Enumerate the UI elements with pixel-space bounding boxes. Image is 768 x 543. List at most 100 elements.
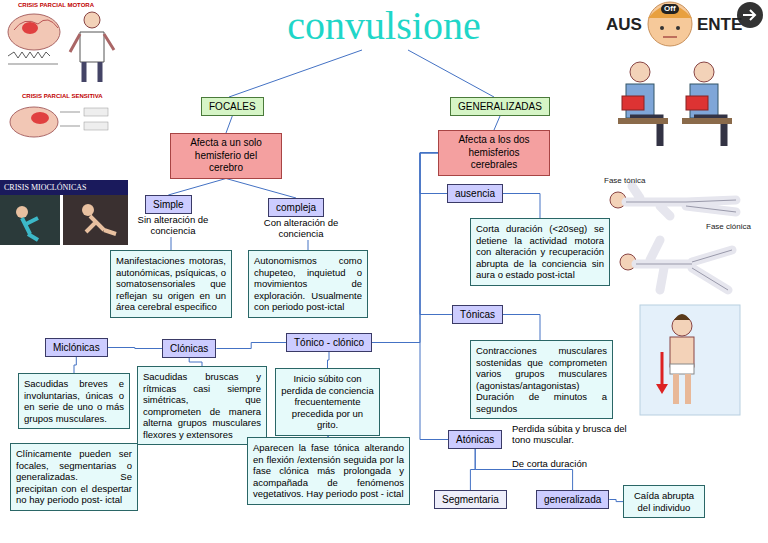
description-box: Caída abrupta del individuo bbox=[623, 485, 705, 518]
partial-seizure-picture bbox=[2, 10, 128, 160]
connector bbox=[226, 116, 232, 133]
connector-line bbox=[503, 194, 540, 219]
node-text: Simple bbox=[153, 198, 184, 211]
connector bbox=[328, 352, 330, 368]
type-box: generalizada bbox=[536, 490, 609, 509]
node-text: Sacudidas breves e involuntarias, únicas… bbox=[24, 378, 124, 424]
node-text: generalizada bbox=[544, 493, 601, 506]
description-box: Sacudidas breves e involuntarias, únicas… bbox=[18, 373, 130, 429]
picture-word: ENTE bbox=[697, 15, 742, 35]
node-text: FOCALES bbox=[209, 100, 256, 113]
node-text: Segmentaria bbox=[442, 493, 499, 506]
type-box: Clónicas bbox=[162, 339, 216, 358]
node-text: Aparecen la fase tónica alterando en fle… bbox=[253, 442, 404, 500]
connector bbox=[503, 194, 540, 219]
type-box: compleja bbox=[268, 198, 324, 217]
description-box: Inicio súbito con perdida de conciencia … bbox=[275, 368, 380, 436]
node-text: Clínicamente pueden ser focales, segment… bbox=[16, 448, 132, 506]
definition-box: Afecta a un solo hemisferio del cerebro bbox=[170, 133, 282, 179]
connector-line bbox=[216, 343, 286, 349]
description-box: Aparecen la fase tónica alterando en fle… bbox=[247, 437, 410, 505]
connector-line bbox=[503, 315, 540, 341]
picture-caption: CRISIS MIOCLÓNICAS bbox=[4, 183, 126, 193]
connector-line bbox=[609, 500, 623, 502]
node-text: Afecta a un solo hemisferio del cerebro bbox=[177, 137, 275, 175]
connector bbox=[108, 348, 162, 349]
type-box: ausencia bbox=[447, 184, 503, 203]
connector-line bbox=[108, 348, 162, 349]
connector-line bbox=[372, 153, 438, 343]
description-box: Contracciones musculares sostenidas que … bbox=[470, 340, 613, 419]
connector bbox=[74, 357, 76, 373]
connector bbox=[475, 449, 572, 490]
category-box: GENERALIZADAS bbox=[450, 97, 550, 116]
connector-line bbox=[226, 179, 296, 199]
picture-caption: CRISIS PARCIAL MOTORA bbox=[18, 2, 128, 9]
type-box: Segmentaria bbox=[434, 490, 507, 509]
connector bbox=[189, 358, 202, 366]
myoclonic-picture bbox=[0, 180, 128, 245]
picture-word: AUS bbox=[606, 15, 642, 35]
phase-label: Fase clónica bbox=[706, 222, 751, 232]
type-box: Atónicas bbox=[448, 430, 502, 449]
description-box: Corta duración (<20seg) se detiene la ac… bbox=[470, 218, 610, 286]
badge-text: Off bbox=[661, 4, 679, 14]
node-text: Contracciones musculares sostenidas que … bbox=[476, 345, 607, 414]
type-box: Miclónicas bbox=[45, 338, 108, 357]
connector bbox=[470, 449, 475, 490]
node-text: Clónicas bbox=[170, 342, 208, 355]
connector-line bbox=[475, 449, 572, 490]
connector-line bbox=[168, 179, 226, 196]
connector bbox=[216, 343, 286, 349]
description-box: Clínicamente pueden ser focales, segment… bbox=[10, 443, 138, 511]
connector-line bbox=[328, 352, 330, 368]
picture-caption: CRISIS PARCIAL SENSITIVA bbox=[22, 93, 128, 100]
node-text: Atónicas bbox=[456, 433, 494, 446]
connector bbox=[420, 153, 452, 315]
node-text: Autonomismos como chupeteo, inquietud o … bbox=[254, 255, 362, 313]
node-text: GENERALIZADAS bbox=[458, 100, 542, 113]
node-text: ausencia bbox=[455, 187, 495, 200]
connector bbox=[503, 315, 540, 341]
connector bbox=[372, 153, 438, 343]
connector-line bbox=[226, 116, 232, 133]
connector-line bbox=[74, 357, 76, 373]
definition-box: Afecta a los dos hemisferios cerebrales bbox=[438, 130, 550, 176]
note-text: Perdida súbita y brusca del tono muscula… bbox=[512, 423, 637, 446]
connector bbox=[420, 153, 448, 440]
tonic-clonic-picture bbox=[610, 186, 736, 290]
node-text: compleja bbox=[276, 201, 316, 214]
connector bbox=[609, 500, 623, 502]
phase-label: Fase tónica bbox=[604, 176, 645, 186]
node-text: Tónicas bbox=[460, 308, 495, 321]
node-text: Corta duración (<20seg) se detiene la ac… bbox=[476, 223, 604, 281]
node-text: Caída abrupta del individuo bbox=[629, 490, 699, 513]
connector bbox=[226, 179, 296, 199]
note-text: Con alteración de conciencia bbox=[258, 217, 344, 240]
description-box: Manifestaciones motoras, autonómicas, ps… bbox=[110, 250, 232, 318]
type-box: Simple bbox=[145, 195, 192, 214]
title-lines bbox=[229, 50, 494, 97]
connector-line bbox=[494, 116, 500, 130]
connector-line bbox=[189, 358, 202, 366]
connector bbox=[168, 179, 226, 196]
node-text: Afecta a los dos hemisferios cerebrales bbox=[445, 134, 543, 172]
connector-line bbox=[420, 153, 448, 440]
connector bbox=[494, 116, 500, 130]
node-text: Inicio súbito con perdida de conciencia … bbox=[281, 373, 374, 431]
node-text: Tónico - clónico bbox=[294, 336, 364, 349]
type-box: Tónico - clónico bbox=[286, 333, 372, 352]
note-text: Sin alteración de conciencia bbox=[130, 214, 216, 237]
atonic-picture bbox=[640, 305, 740, 415]
description-box: Autonomismos como chupeteo, inquietud o … bbox=[248, 250, 368, 318]
connector-line bbox=[420, 153, 452, 315]
diagram-title: convulsione bbox=[0, 4, 768, 48]
node-text: Miclónicas bbox=[53, 341, 100, 354]
note-text: De corta duración bbox=[512, 458, 587, 469]
type-box: Tónicas bbox=[452, 305, 503, 324]
node-text: Sacudidas bruscas y rítmicas casi siempr… bbox=[143, 371, 261, 440]
connector-line bbox=[470, 449, 475, 490]
description-box: Sacudidas bruscas y rítmicas casi siempr… bbox=[137, 366, 267, 445]
node-text: Manifestaciones motoras, autonómicas, ps… bbox=[116, 255, 226, 313]
category-box: FOCALES bbox=[201, 97, 264, 116]
